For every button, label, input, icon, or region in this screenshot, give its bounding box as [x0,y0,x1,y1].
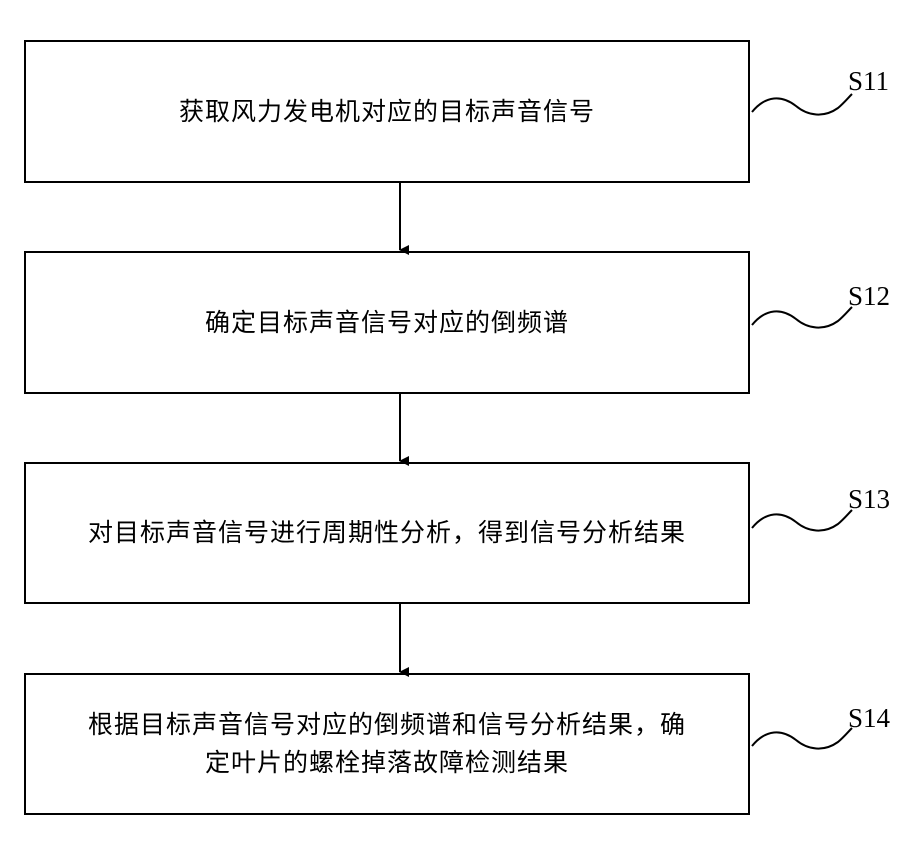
step-label-s11: S11 [848,66,889,96]
leader-line-s11 [752,94,852,115]
leader-line-s12 [752,307,852,328]
leader-line-s14 [752,728,852,749]
step-label-s14: S14 [848,703,890,733]
step-label-s13: S13 [848,484,890,514]
step-label-s12: S12 [848,281,890,311]
leader-line-s13 [752,510,852,531]
